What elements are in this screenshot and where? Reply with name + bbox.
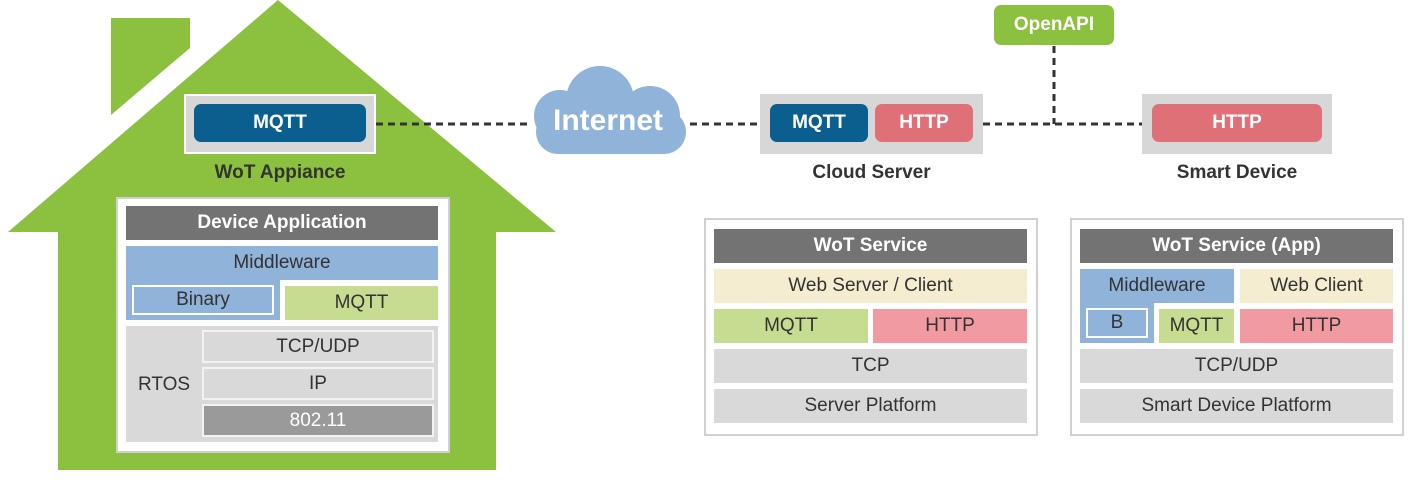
cloud-caption: Cloud Server [812,162,931,183]
appliance-binary-layer: Binary [132,285,274,315]
house-chimney [111,18,190,115]
cloud-mqtt-pill: MQTT [770,104,868,142]
openapi-pill: OpenAPI [994,5,1114,45]
appliance-ip-layer: IP [202,367,434,400]
appliance-mqtt-layer: MQTT [285,286,438,320]
device-mqtt-layer: MQTT [1159,309,1234,343]
appliance-caption: WoT Appiance [214,162,346,183]
device-caption: Smart Device [1176,162,1298,183]
cloud-mqtt-layer: MQTT [714,309,868,343]
device-wot-service-layer: WoT Service (App) [1080,229,1393,263]
cloud-wot-service-layer: WoT Service [714,229,1027,263]
appliance-middleware-layer: Middleware [126,246,438,280]
cloud-icon [534,66,686,154]
internet-label: Internet [552,104,663,137]
appliance-rtos-label: RTOS [137,374,191,395]
cloud-web-layer: Web Server / Client [714,269,1027,303]
appliance-mqtt-pill: MQTT [194,104,366,142]
device-web-client-layer: Web Client [1240,269,1393,303]
appliance-80211-layer: 802.11 [202,404,434,437]
cloud-platform-layer: Server Platform [714,389,1027,423]
device-middleware-layer: Middleware [1080,269,1234,303]
cloud-http-layer: HTTP [873,309,1027,343]
device-http-pill: HTTP [1152,104,1322,142]
cloud-tcp-layer: TCP [714,349,1027,383]
device-b-layer: B [1086,308,1148,338]
device-http-layer: HTTP [1240,309,1393,343]
device-platform-layer: Smart Device Platform [1080,389,1393,423]
device-tcpudp-layer: TCP/UDP [1080,349,1393,383]
appliance-device-app-layer: Device Application [126,206,438,240]
appliance-tcpudp-layer: TCP/UDP [202,330,434,363]
cloud-http-pill: HTTP [875,104,973,142]
